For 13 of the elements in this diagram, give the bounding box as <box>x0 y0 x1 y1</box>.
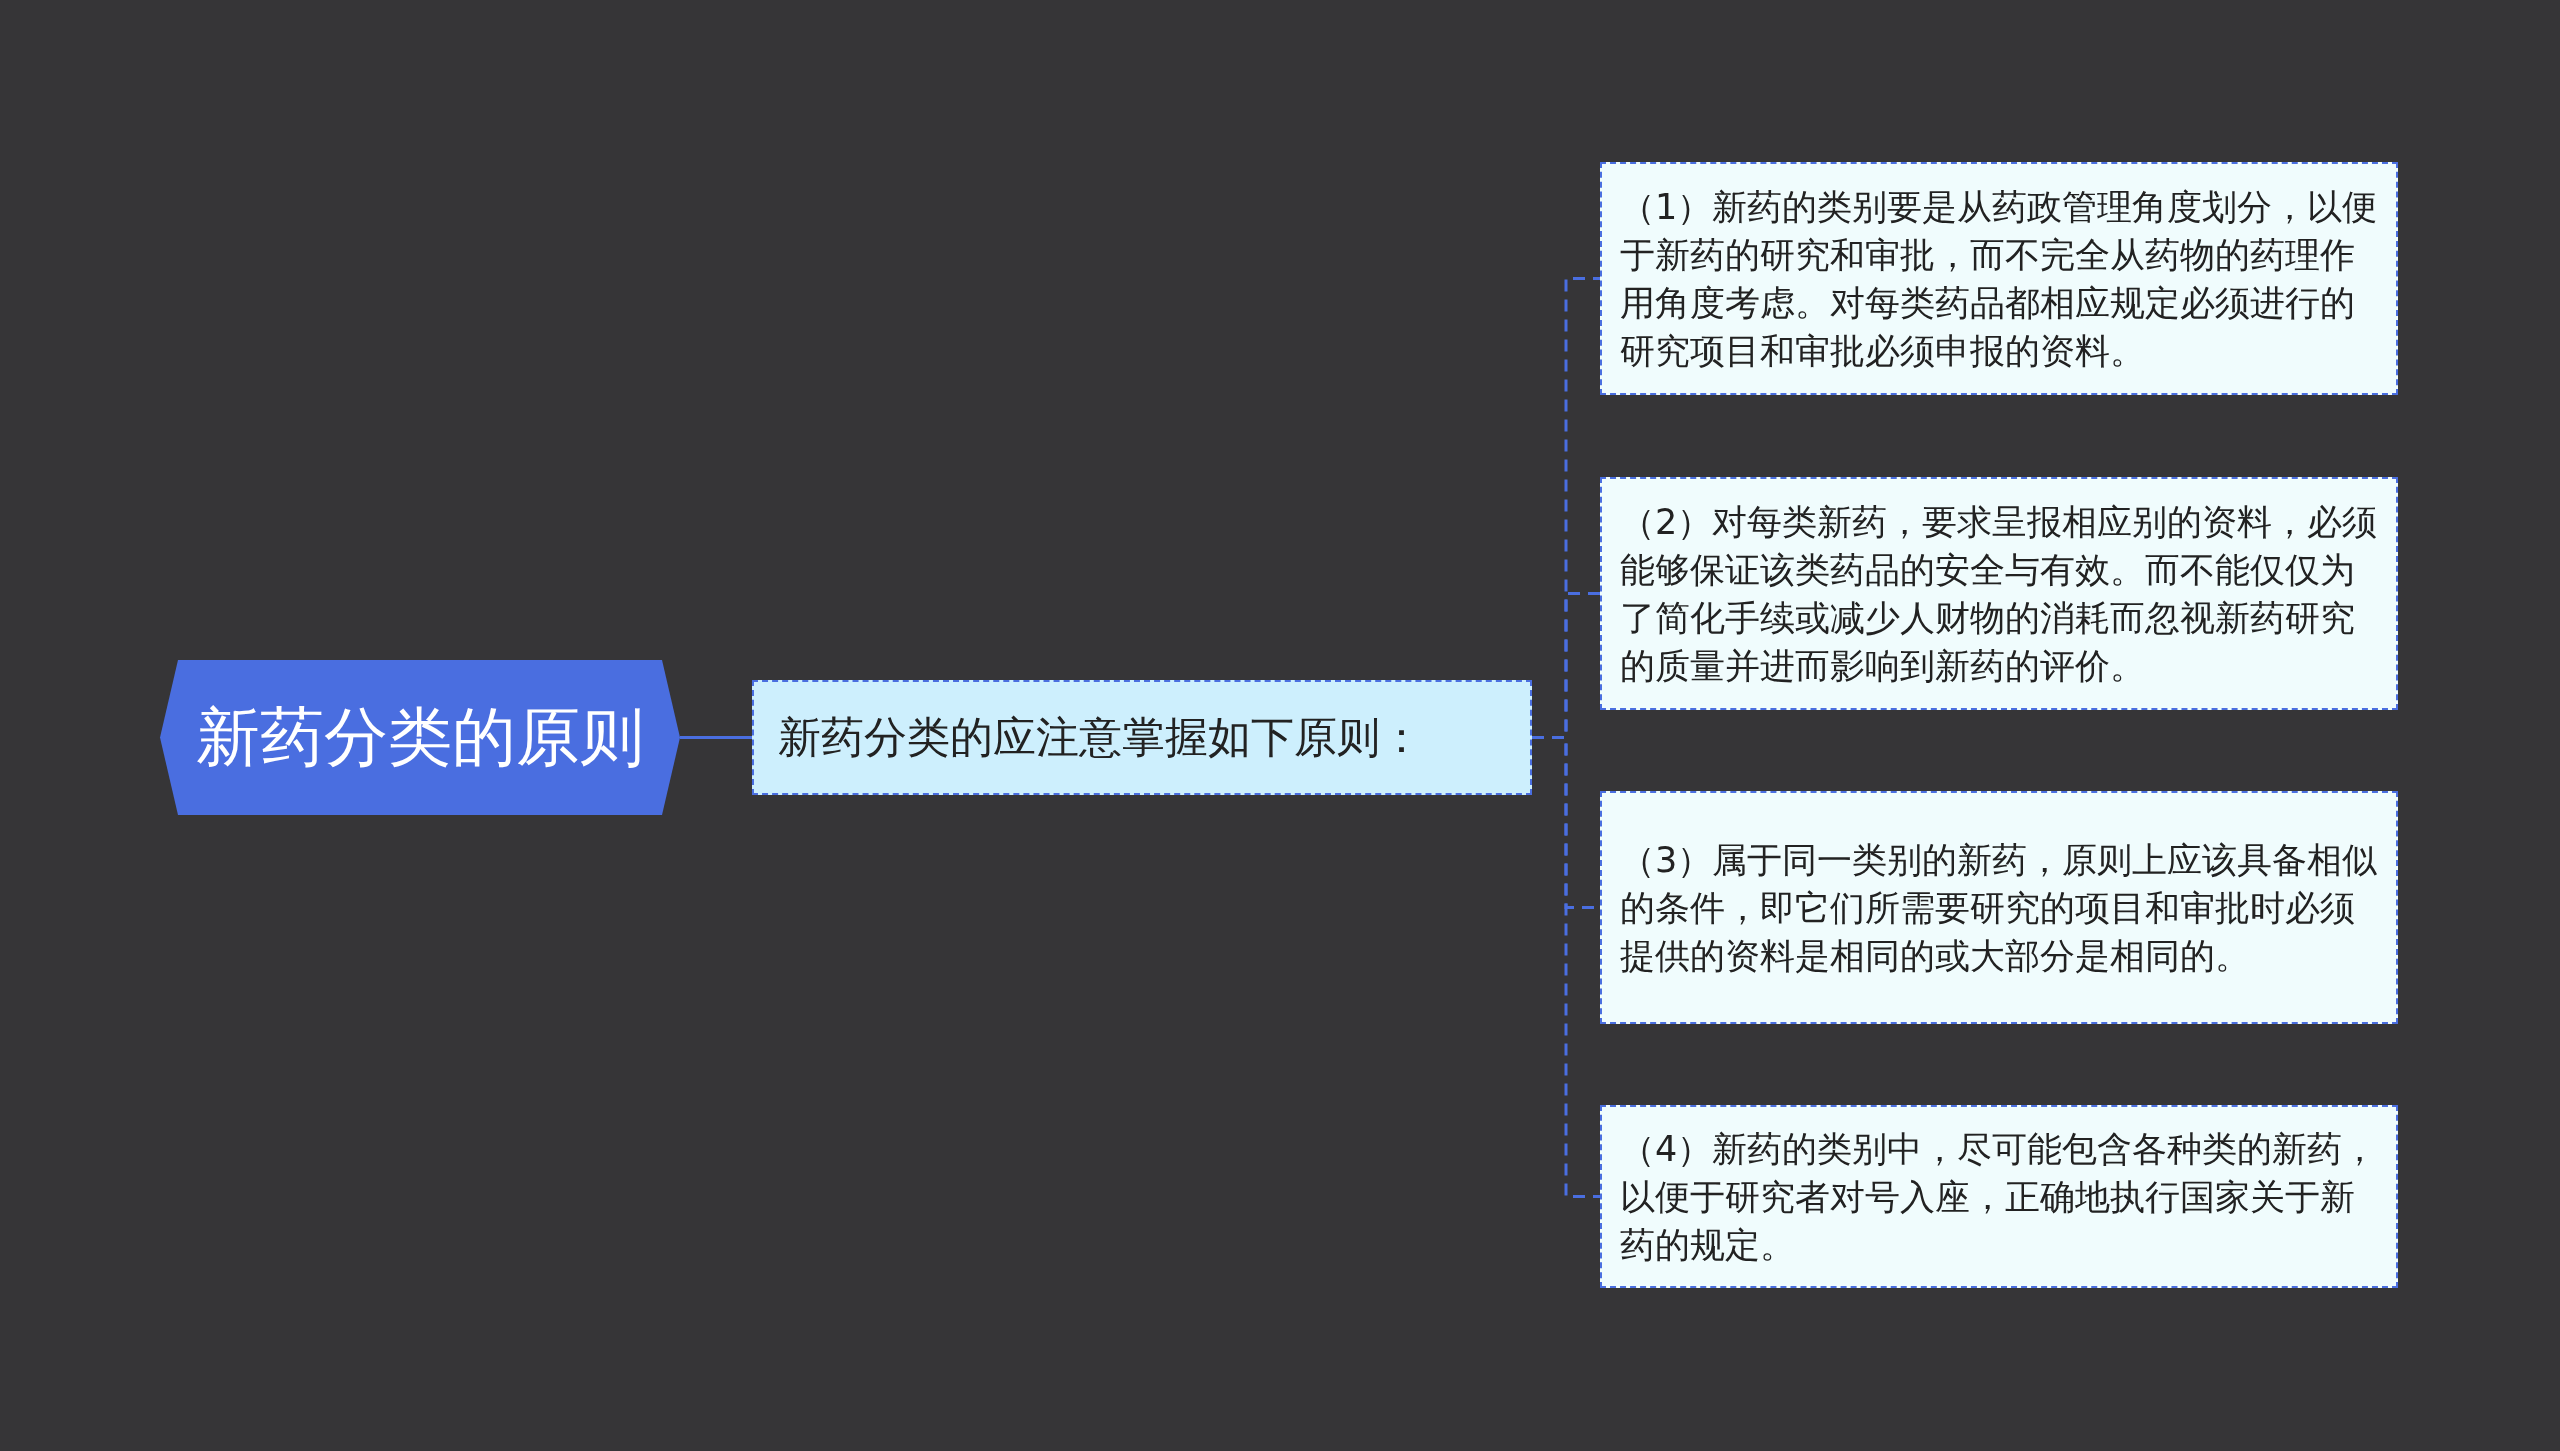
text-card <box>1600 791 2398 1024</box>
node-text: （1）新药的类别要是从药政管理角度划分，以便于新药的研究和审批，而不完全从药物的药理作用角度考虑。对每类药品都相应规定必须进行的研究项目和审批必须申报的资料。 <box>1620 185 2378 373</box>
node-text: （4）新药的类别中，尽可能包含各种类的新药，以便于研究者对号入座，正确地执行国家关于新药的规定。 <box>1620 1127 2378 1267</box>
node-text: （2）对每类新药，要求呈报相应别的资料，必须能够保证该类药品的安全与有效。而不能仅仅为了简化手续或减少人财物的消耗而忽视新药研究的质量并进而影响到新药的评价。 <box>1620 500 2378 688</box>
node-text: 新药分类的原则 <box>196 699 644 776</box>
subtopic-box <box>752 680 1532 795</box>
node-text: （3）属于同一类别的新药，原则上应该具备相似的条件，即它们所需要研究的项目和审批时必须提供的资料是相同的或大部分是相同的。 <box>1620 838 2378 978</box>
connector-line <box>680 736 752 739</box>
text-card <box>1600 1105 2398 1288</box>
topic-hexagon <box>160 660 680 815</box>
text-card <box>1600 477 2398 710</box>
node-text: 新药分类的应注意掌握如下原则： <box>778 710 1423 764</box>
text-card <box>1600 162 2398 395</box>
